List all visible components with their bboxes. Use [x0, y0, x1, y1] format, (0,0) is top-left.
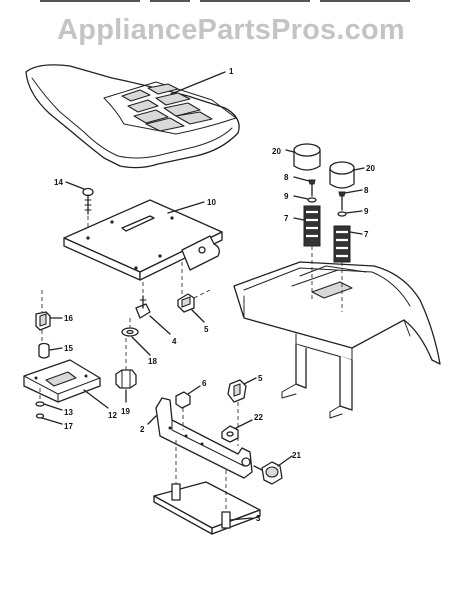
fender: [233, 261, 441, 419]
callout-20-right: 20: [366, 164, 375, 173]
callout-12: 12: [108, 411, 117, 420]
spacer-15: [38, 342, 63, 359]
callout-22: 22: [254, 413, 263, 422]
bumper-20-left: [285, 143, 321, 171]
callout-17: 17: [64, 422, 73, 431]
spring-7-right: [333, 225, 363, 312]
callout-8-left: 8: [284, 173, 289, 182]
washer-18: [121, 318, 151, 356]
nut-17: [35, 413, 63, 425]
washer-9-right: [337, 210, 363, 217]
callout-19: 19: [121, 407, 130, 416]
bolt-13: [35, 388, 63, 411]
callout-3: 3: [256, 514, 261, 523]
washer-9-left: [293, 195, 317, 203]
callout-5-lower: 5: [258, 374, 263, 383]
knob-19: [115, 338, 137, 403]
callout-4: 4: [172, 337, 177, 346]
callout-16: 16: [64, 314, 73, 323]
callout-1: 1: [229, 67, 234, 76]
callout-15: 15: [64, 344, 73, 353]
callout-2: 2: [140, 425, 145, 434]
callout-20-left: 20: [272, 147, 281, 156]
callout-21: 21: [292, 451, 301, 460]
callout-10: 10: [207, 198, 216, 207]
callout-5-upper: 5: [204, 325, 209, 334]
bolt-14: [65, 181, 94, 236]
watermark: AppliancePartsPros.com: [57, 14, 405, 46]
callout-14: 14: [54, 178, 63, 187]
bumper-20-right: [329, 161, 365, 189]
clip-6: [175, 385, 201, 430]
spring-7-left: [293, 205, 321, 300]
callout-6: 6: [202, 379, 207, 388]
seat: [25, 64, 240, 169]
cropped-top-text: [40, 0, 410, 2]
bolt-8-right: [338, 189, 363, 211]
callout-13: 13: [64, 408, 73, 417]
bushing-16: [35, 290, 63, 344]
seat-plate-10: [63, 199, 223, 296]
pivot-bracket-2: [147, 397, 253, 479]
bracket-12: [23, 359, 109, 409]
clip-5-upper: [177, 289, 211, 323]
callout-9-left: 9: [284, 192, 289, 201]
callout-8-right: 8: [364, 186, 369, 195]
callout-7-left: 7: [284, 214, 289, 223]
callout-18: 18: [148, 357, 157, 366]
knob-21: [253, 455, 293, 485]
leader-1: [170, 71, 226, 95]
callout-7-right: 7: [364, 230, 369, 239]
base-plate-3: [153, 440, 261, 535]
stud-4: [135, 282, 171, 335]
nut-22: [221, 419, 253, 443]
callout-9-right: 9: [364, 207, 369, 216]
bolt-8-left: [293, 176, 316, 197]
